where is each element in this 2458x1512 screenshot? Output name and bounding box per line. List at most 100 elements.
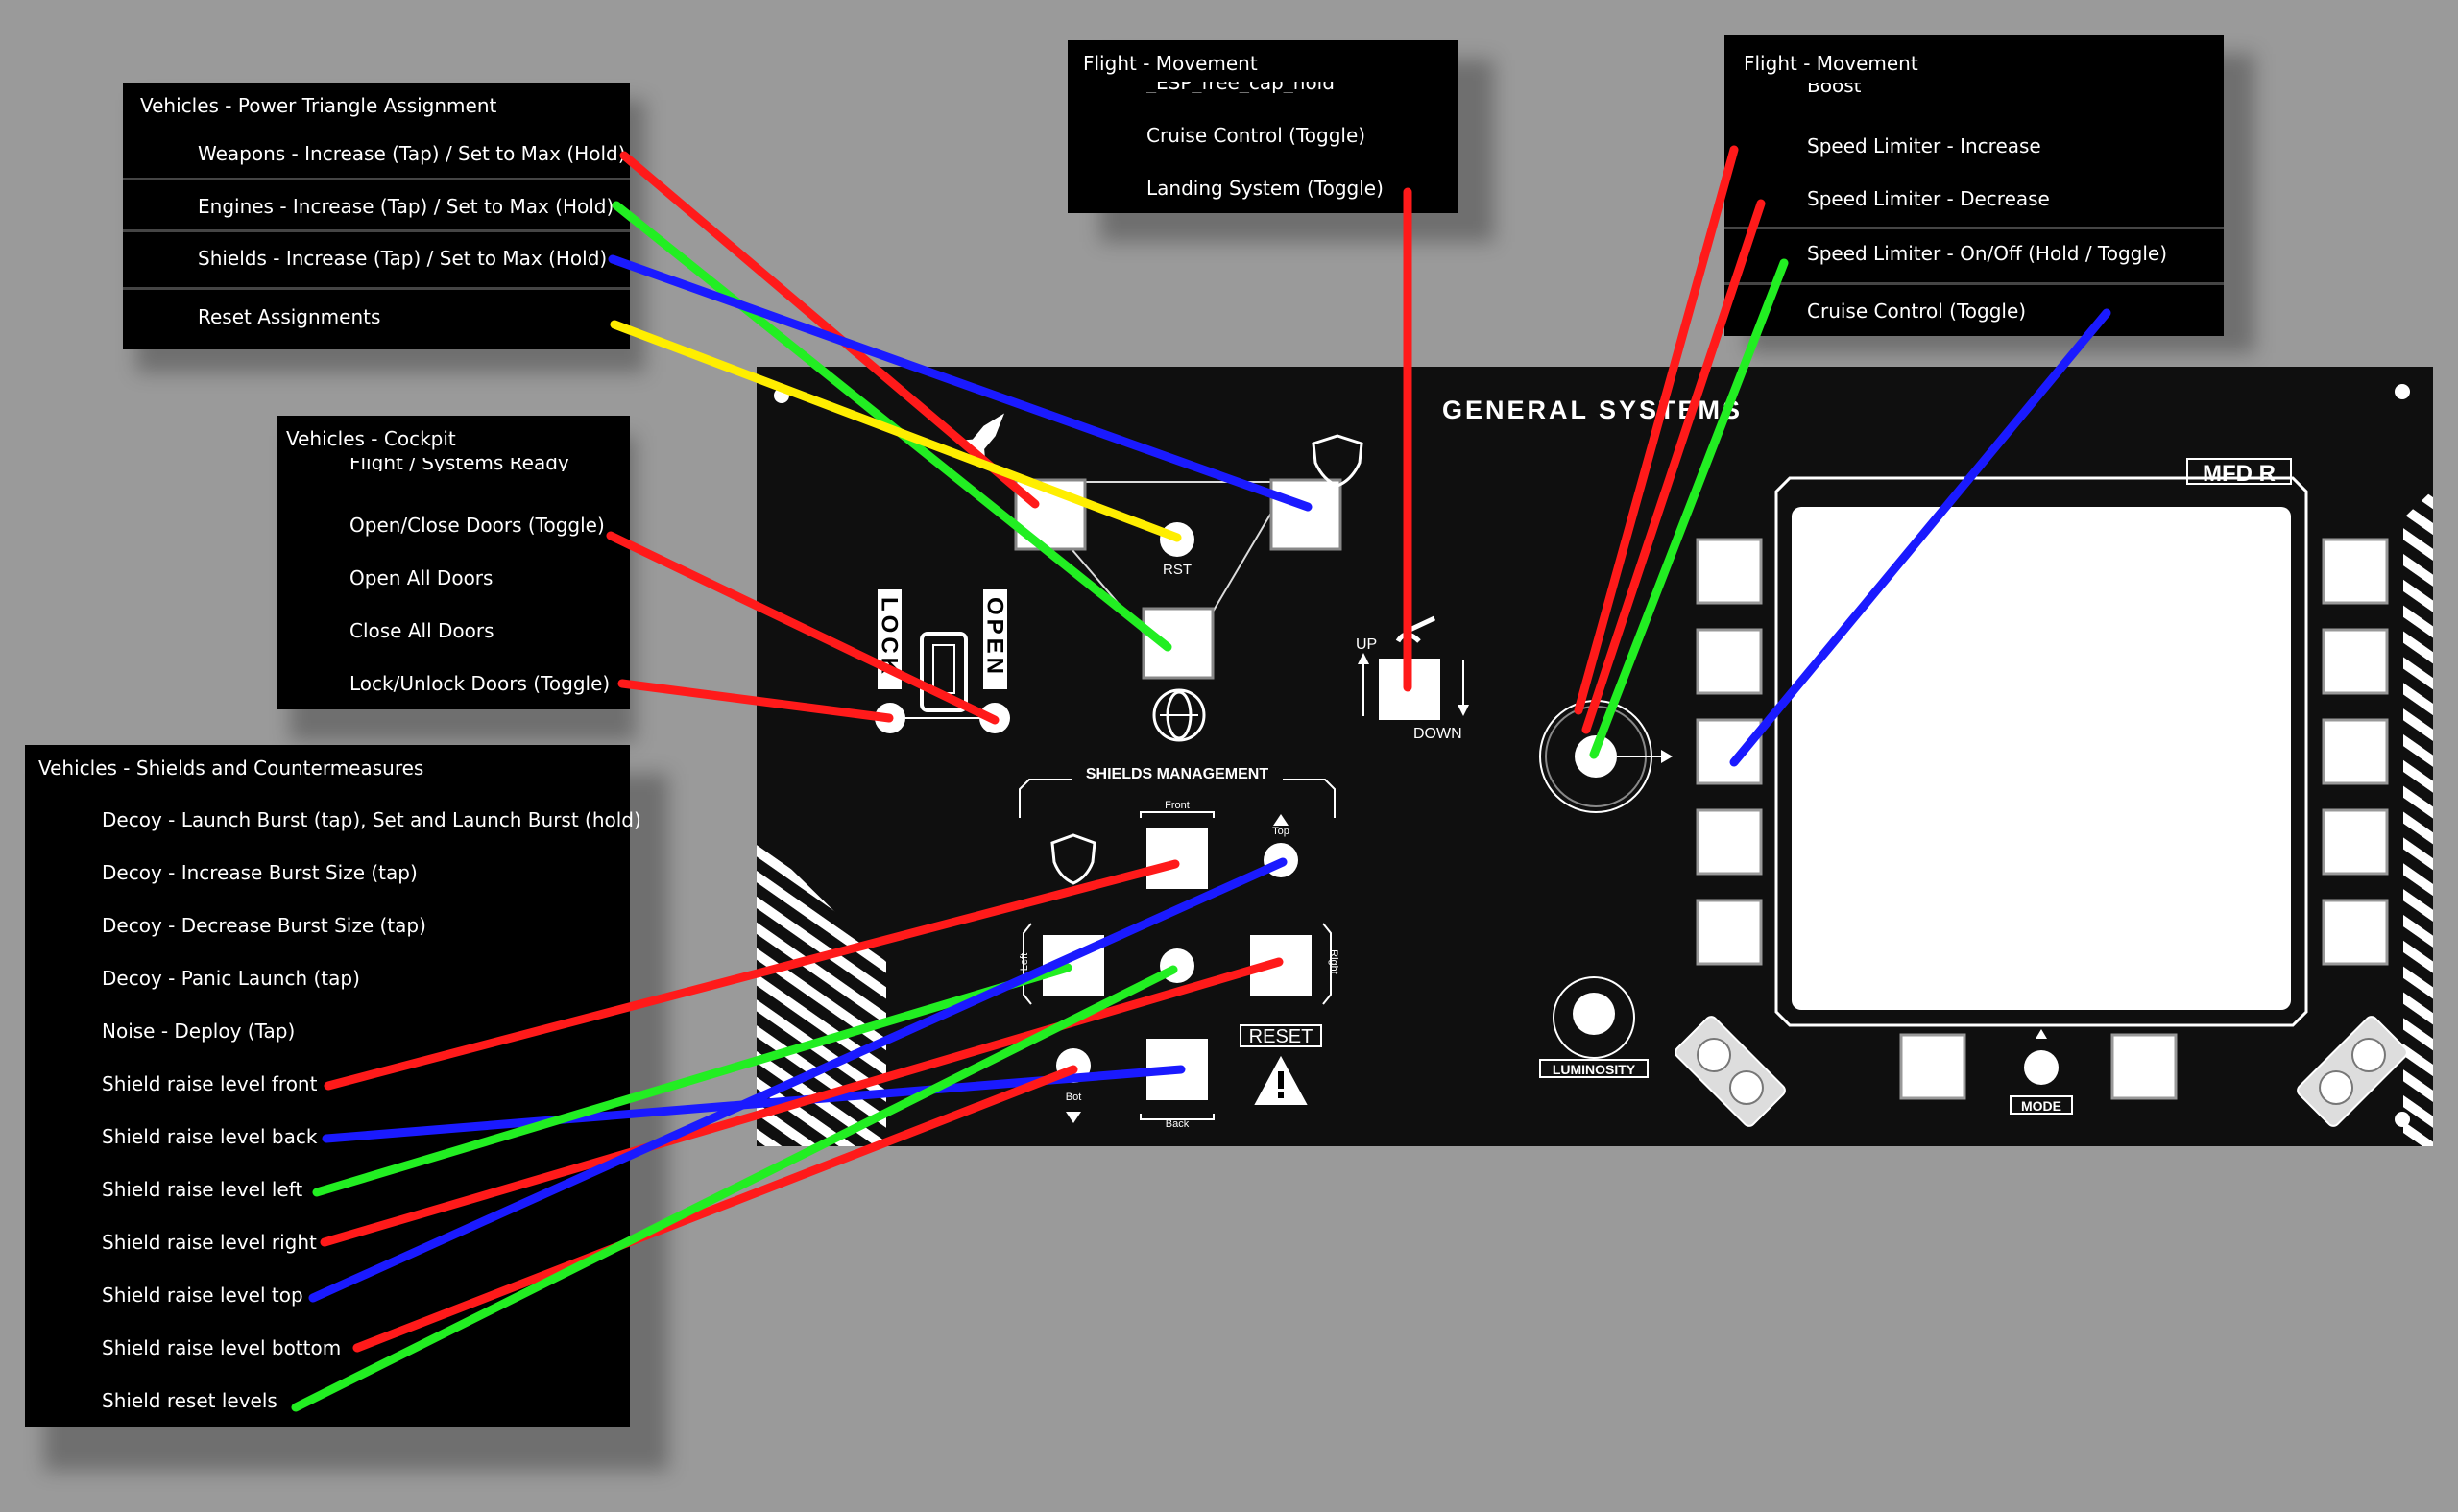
lock-label: LOCK — [877, 597, 903, 678]
cockpit-item-lock-unlock[interactable]: Lock/Unlock Doors (Toggle) — [349, 672, 611, 695]
shields-panel-title: Vehicles - Shields and Countermeasures — [38, 756, 424, 780]
flight-1-cruise-control[interactable]: Cruise Control (Toggle) — [1146, 124, 1366, 147]
cockpit-item-clipped: Flight / Systems Ready — [349, 458, 569, 471]
flight-panel-1-clipped: _ESP_free_cap_hold — [1146, 82, 1335, 93]
landing-toggle-button[interactable] — [1379, 659, 1440, 720]
mfd-right-button-3[interactable] — [2322, 718, 2389, 785]
mfd-screen — [1792, 507, 2291, 1010]
mfd-right-button-4[interactable] — [2322, 808, 2389, 876]
cockpit-panel: Vehicles - Cockpit Flight / Systems Read… — [277, 416, 630, 709]
shields-panel: Vehicles - Shields and Countermeasures D… — [25, 745, 641, 1427]
shield-right-button[interactable] — [1250, 935, 1312, 996]
shields-item-1[interactable]: Decoy - Increase Burst Size (tap) — [102, 861, 418, 884]
shields-item-4[interactable]: Noise - Deploy (Tap) — [102, 1020, 296, 1043]
top-label: Top — [1272, 826, 1289, 837]
rocker-switch-left[interactable] — [1674, 1015, 1788, 1129]
hazard-stripes-left — [757, 835, 886, 1146]
open-button[interactable] — [979, 703, 1010, 733]
shield-left-button[interactable] — [1043, 935, 1104, 996]
luminosity-knob[interactable] — [1573, 993, 1615, 1035]
ship-icon — [958, 413, 1004, 463]
shields-item-2[interactable]: Decoy - Decrease Burst Size (tap) — [102, 914, 426, 937]
mfd-left-button-2[interactable] — [1696, 628, 1763, 695]
bot-label: Bot — [1066, 1092, 1082, 1103]
mfd-right-button-5[interactable] — [2322, 899, 2389, 966]
mount-dot — [774, 388, 789, 403]
cockpit-panel-title: Vehicles - Cockpit — [286, 427, 456, 450]
mfd-left-button-3[interactable] — [1696, 718, 1763, 785]
landing-gear-icon — [1395, 615, 1436, 643]
general-systems-device: GENERAL SYSTEMS RST LOCK OPEN UP DOWN SH… — [757, 367, 2433, 1146]
shields-power-button[interactable] — [1269, 478, 1342, 551]
rocker-switch-right[interactable] — [2296, 1015, 2410, 1129]
mode-button[interactable] — [2024, 1050, 2059, 1085]
cockpit-item-close-all[interactable]: Close All Doors — [349, 619, 494, 642]
flight-2-speed-limiter-increase[interactable]: Speed Limiter - Increase — [1807, 134, 2041, 157]
power-item-shields[interactable]: Shields - Increase (Tap) / Set to Max (H… — [198, 247, 608, 270]
shields-management-label: SHIELDS MANAGEMENT — [1086, 766, 1268, 782]
right-label: Right — [1328, 949, 1339, 974]
rst-label: RST — [1163, 562, 1192, 578]
speed-limiter-dial[interactable] — [1575, 735, 1617, 778]
mfd-right-button-2[interactable] — [2322, 628, 2389, 695]
cockpit-item-open-close[interactable]: Open/Close Doors (Toggle) — [349, 514, 605, 537]
mfd-left-button-4[interactable] — [1696, 808, 1763, 876]
flight-panel-2-title: Flight - Movement — [1744, 52, 1918, 75]
rst-button[interactable] — [1160, 522, 1194, 557]
shield-bottom-button[interactable] — [1056, 1048, 1091, 1083]
power-item-weapons[interactable]: Weapons - Increase (Tap) / Set to Max (H… — [198, 142, 626, 165]
luminosity-knob-ring — [1553, 976, 1635, 1059]
shield-front-button[interactable] — [1146, 828, 1208, 889]
mfd-left-button-5[interactable] — [1696, 899, 1763, 966]
flight-panel-1-title: Flight - Movement — [1083, 52, 1258, 75]
shields-item-10[interactable]: Shield raise level bottom — [102, 1336, 342, 1359]
flight-2-cruise-control[interactable]: Cruise Control (Toggle) — [1807, 300, 2027, 323]
shields-item-3[interactable]: Decoy - Panic Launch (tap) — [102, 967, 360, 990]
shield-back-button[interactable] — [1146, 1039, 1208, 1100]
open-label: OPEN — [982, 597, 1008, 678]
mfd-bottom-button-right[interactable] — [2110, 1033, 2178, 1100]
shield-reset-center-button[interactable] — [1160, 948, 1194, 983]
hazard-stripes-right — [2403, 490, 2433, 1146]
shield-icon — [1050, 833, 1096, 885]
weapons-power-button[interactable] — [1014, 478, 1087, 551]
shields-item-11[interactable]: Shield reset levels — [102, 1389, 277, 1412]
mfd-left-button-1[interactable] — [1696, 538, 1763, 605]
shield-icon — [1312, 434, 1363, 488]
flight-panel-2-clipped: Boost — [1807, 83, 1862, 94]
mfd-bottom-button-left[interactable] — [1899, 1033, 1966, 1100]
shields-item-6[interactable]: Shield raise level back — [102, 1125, 318, 1148]
power-item-engines[interactable]: Engines - Increase (Tap) / Set to Max (H… — [198, 195, 614, 218]
flight-movement-panel-2: Flight - Movement Boost Speed Limiter - … — [1724, 35, 2224, 336]
flight-2-speed-limiter-toggle[interactable]: Speed Limiter - On/Off (Hold / Toggle) — [1807, 242, 2168, 265]
fan-icon — [1152, 688, 1206, 742]
power-panel-title: Vehicles - Power Triangle Assignment — [140, 94, 497, 117]
mount-dot — [2395, 384, 2410, 399]
front-label: Front — [1165, 800, 1190, 811]
mode-label: MODE — [2021, 1098, 2061, 1114]
up-label: UP — [1356, 636, 1377, 653]
device-title: GENERAL SYSTEMS — [1442, 396, 1743, 424]
reset-label: RESET — [1249, 1026, 1313, 1047]
shield-top-button[interactable] — [1264, 843, 1298, 877]
mfd-label: MFD R — [2203, 461, 2276, 487]
cockpit-item-open-all[interactable]: Open All Doors — [349, 566, 494, 589]
mfd-right-button-1[interactable] — [2322, 538, 2389, 605]
shields-item-9[interactable]: Shield raise level top — [102, 1284, 303, 1307]
shields-item-7[interactable]: Shield raise level left — [102, 1178, 303, 1201]
lock-button[interactable] — [875, 703, 905, 733]
engines-power-button[interactable] — [1142, 607, 1215, 680]
down-label: DOWN — [1413, 726, 1462, 742]
mount-dot — [2395, 1112, 2410, 1127]
shields-item-5[interactable]: Shield raise level front — [102, 1072, 318, 1095]
shields-item-0[interactable]: Decoy - Launch Burst (tap), Set and Laun… — [102, 808, 641, 831]
luminosity-label: LUMINOSITY — [1553, 1062, 1636, 1077]
power-item-reset[interactable]: Reset Assignments — [198, 305, 381, 328]
flight-2-speed-limiter-decrease[interactable]: Speed Limiter - Decrease — [1807, 187, 2050, 210]
door-icon — [920, 632, 968, 712]
power-triangle-panel: Vehicles - Power Triangle Assignment Wea… — [123, 83, 630, 349]
warning-icon — [1254, 1055, 1308, 1105]
flight-1-landing-system[interactable]: Landing System (Toggle) — [1146, 177, 1384, 200]
flight-movement-panel-1: Flight - Movement _ESP_free_cap_hold Cru… — [1068, 40, 1458, 213]
shields-item-8[interactable]: Shield raise level right — [102, 1231, 317, 1254]
